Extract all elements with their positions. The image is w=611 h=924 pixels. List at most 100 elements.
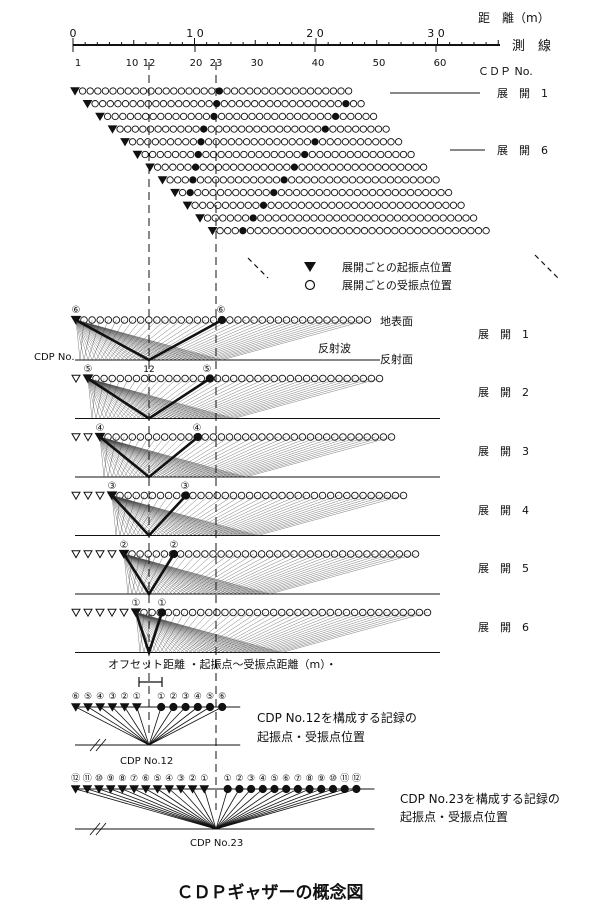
panel-ray xyxy=(99,436,352,478)
matrix-receiver xyxy=(328,201,336,209)
matrix-receiver xyxy=(308,188,316,197)
matrix-receiver xyxy=(266,100,274,108)
matrix-receiver xyxy=(174,176,182,184)
matrix-receiver xyxy=(187,112,195,121)
panel-ray xyxy=(99,436,343,478)
gather-ray xyxy=(75,706,150,746)
matrix-receiver xyxy=(285,150,294,159)
matrix-receiver xyxy=(111,112,119,121)
matrix-receiver xyxy=(172,112,180,121)
matrix-receiver xyxy=(307,227,315,235)
matrix-receiver xyxy=(401,214,409,222)
panel-ray xyxy=(87,378,307,419)
matrix-receiver xyxy=(262,188,270,197)
matrix-receiver xyxy=(191,201,199,209)
matrix-receiver xyxy=(109,87,117,95)
panel-receiver xyxy=(338,550,347,558)
gather-source-marker: ④ xyxy=(165,774,173,784)
matrix-receiver xyxy=(230,87,239,95)
matrix-receiver xyxy=(215,87,224,95)
matrix-receiver xyxy=(361,188,369,197)
gather-receiver-marker: ① xyxy=(157,692,165,702)
gather-source-marker: ⑧ xyxy=(118,774,126,784)
matrix-receiver xyxy=(454,214,463,222)
matrix-receiver xyxy=(416,214,425,222)
matrix-receiver xyxy=(227,138,236,146)
cdp-tick-60: 60 xyxy=(434,58,447,69)
ground-hatch xyxy=(89,738,101,752)
matrix-receiver xyxy=(358,201,366,209)
panel-ray xyxy=(135,612,258,653)
matrix-receiver xyxy=(261,87,269,95)
matrix-receiver xyxy=(363,214,371,222)
matrix-receiver xyxy=(254,188,263,197)
gather-receiver xyxy=(235,784,244,794)
panel-receiver xyxy=(315,316,323,324)
gather-ray xyxy=(192,788,217,830)
matrix-receiver xyxy=(184,125,193,133)
matrix-receiver xyxy=(424,214,432,222)
matrix-receiver xyxy=(215,125,223,133)
panel-ray xyxy=(111,495,202,536)
matrix-receiver xyxy=(209,188,217,197)
gather-receiver-marker: ② xyxy=(169,692,177,702)
matrix-receiver xyxy=(129,100,137,108)
matrix-receiver xyxy=(156,150,164,159)
matrix-receiver xyxy=(216,227,224,235)
matrix-receiver xyxy=(144,100,152,108)
panel-ray xyxy=(87,378,323,419)
panel-ray xyxy=(123,553,392,595)
gather-ray xyxy=(145,788,217,830)
gather-receiver xyxy=(293,784,302,794)
cdp12-bold-ray xyxy=(75,318,223,362)
matrix-receiver xyxy=(399,150,408,159)
matrix-receiver xyxy=(283,163,291,171)
matrix-receiver xyxy=(321,125,329,133)
matrix-receiver xyxy=(262,227,270,235)
gather-ray xyxy=(215,788,275,830)
panel-marker-4: ③ xyxy=(181,481,190,492)
matrix-source-triangle xyxy=(82,100,93,109)
matrix-receiver xyxy=(220,138,228,146)
matrix-receiver xyxy=(114,100,122,108)
matrix-receiver xyxy=(406,227,414,235)
matrix-receiver xyxy=(278,150,286,159)
matrix-receiver xyxy=(267,163,276,171)
matrix-receiver xyxy=(436,227,445,235)
matrix-receiver xyxy=(246,87,254,95)
matrix-receiver xyxy=(200,87,208,95)
matrix-receiver xyxy=(149,150,157,159)
panel-ray xyxy=(75,319,174,361)
matrix-receiver xyxy=(338,188,346,197)
panel-ray xyxy=(99,436,327,478)
panel-ray xyxy=(75,319,311,361)
matrix-receiver xyxy=(179,150,187,159)
cdp-tick-50: 50 xyxy=(373,58,386,69)
matrix-receiver xyxy=(240,112,249,121)
distance-tick-30: 3 0 xyxy=(427,27,445,40)
matrix-receiver xyxy=(190,100,198,108)
panel-ray xyxy=(75,319,336,361)
gather23-caption-line2: 起振点・受振点位置 xyxy=(400,809,508,824)
gather-receiver xyxy=(317,784,326,794)
panel-3-label: 展 開 3 xyxy=(478,445,529,458)
matrix-receiver xyxy=(372,138,380,146)
cdp12-receiver xyxy=(157,608,167,617)
panel-ray xyxy=(123,553,295,595)
panel-ray xyxy=(123,553,303,595)
panel-ray xyxy=(123,553,270,595)
offset-annotation: オフセット距離 ・起振点～受振点距離（m）・ xyxy=(108,657,337,687)
panel-ray xyxy=(99,436,335,478)
matrix-receiver xyxy=(178,188,187,197)
panel-ray xyxy=(99,436,360,478)
matrix-receiver xyxy=(220,100,228,108)
matrix-receiver xyxy=(364,138,372,146)
matrix-receiver xyxy=(217,150,225,159)
matrix-receiver xyxy=(347,112,355,121)
matrix-receiver xyxy=(316,150,324,159)
spread-panel-5 xyxy=(71,549,440,597)
matrix-receiver xyxy=(379,176,387,184)
panel-ray xyxy=(111,495,355,536)
matrix-receiver xyxy=(278,112,287,121)
